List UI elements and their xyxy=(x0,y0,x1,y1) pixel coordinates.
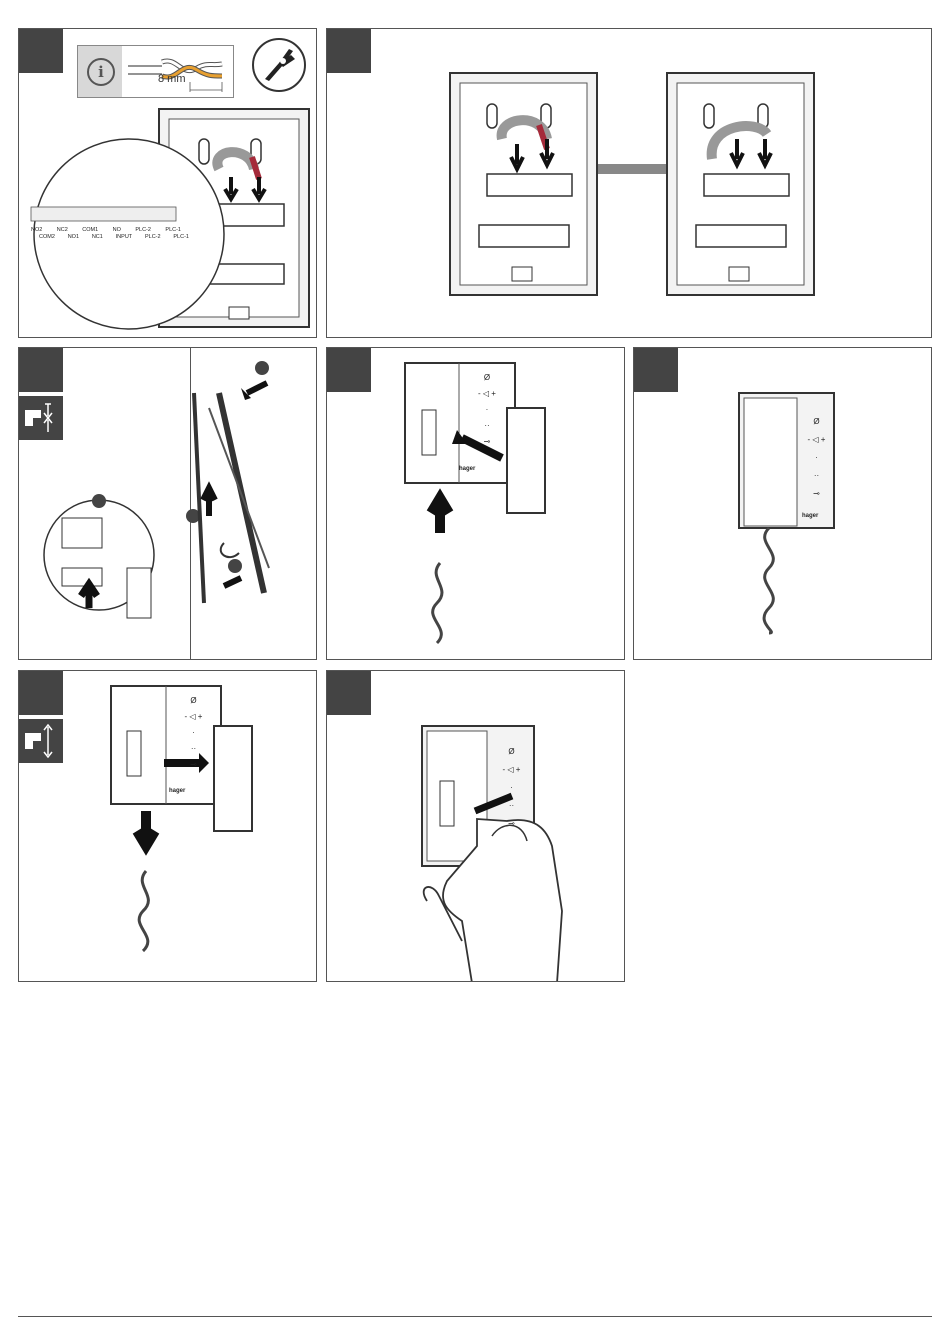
terminal-strip xyxy=(31,207,176,221)
device-button: ⊸ xyxy=(166,757,221,773)
terminal-labels-bottom: COM2 NO1 NC1 INPUT PLC-2 PLC-1 xyxy=(39,234,189,240)
device-button: ·· xyxy=(799,467,834,485)
terminal-label: NC1 xyxy=(92,234,103,240)
two-plates-wiring-drawing xyxy=(327,29,932,338)
panel-step-2 xyxy=(326,28,932,338)
device-button: ·· xyxy=(489,797,534,815)
device-button: · xyxy=(489,779,534,797)
device-button: Ø xyxy=(799,413,834,431)
device-button: · xyxy=(799,449,834,467)
device-button: · xyxy=(459,402,515,418)
device-button: Ø xyxy=(459,370,515,386)
wall-plate-left xyxy=(450,73,597,295)
wall-plate-right xyxy=(667,73,814,295)
terminal-label: PLC-2 xyxy=(145,234,161,240)
device-button: · xyxy=(166,725,221,741)
hand-pressing-drawing xyxy=(327,671,625,982)
footer-rule xyxy=(18,1316,932,1317)
device-button: Ø xyxy=(489,743,534,761)
device-button: - ◁ + xyxy=(799,431,834,449)
device-button: ⊸ xyxy=(799,485,834,503)
terminal-label: NO1 xyxy=(68,234,79,240)
device-button: Ø xyxy=(166,693,221,709)
terminal-label: NC2 xyxy=(57,227,68,233)
device-buttons-hand: Ø - ◁ + · ·· ⊸ xyxy=(489,743,534,833)
brand-label-installed: hager xyxy=(802,513,818,519)
panel-step-1: i 8 mm xyxy=(18,28,317,338)
installed-device-drawing xyxy=(634,348,932,660)
terminal-label: PLC-2 xyxy=(135,227,151,233)
device-button: ·· xyxy=(459,418,515,434)
device-button: ⊸ xyxy=(489,815,534,833)
panel-step-7: Ø - ◁ + · ·· ⊸ xyxy=(326,670,625,982)
device-button: - ◁ + xyxy=(489,761,534,779)
panel-step-4: Ø - ◁ + · ·· ⊸ hager xyxy=(326,347,625,660)
terminal-label: NO2 xyxy=(31,227,42,233)
terminal-label: COM2 xyxy=(39,234,55,240)
terminal-label: PLC-1 xyxy=(173,234,189,240)
device-buttons-remove: Ø - ◁ + · ·· ⊸ xyxy=(166,693,221,773)
device-button: ·· xyxy=(166,741,221,757)
device-button: ⊸ xyxy=(459,434,515,450)
wall-plate-drawing xyxy=(19,29,317,338)
terminal-label: COM1 xyxy=(82,227,98,233)
terminal-label: NO xyxy=(113,227,121,233)
device-buttons: Ø - ◁ + · ·· ⊸ xyxy=(459,370,515,450)
device-buttons-installed: Ø - ◁ + · ·· ⊸ xyxy=(799,413,834,503)
side-mount-drawing xyxy=(19,348,317,660)
panel-step-6: Ø - ◁ + · ·· ⊸ hager xyxy=(18,670,317,982)
terminal-label: INPUT xyxy=(116,234,133,240)
device-button: - ◁ + xyxy=(166,709,221,725)
terminal-labels-top: NO2 NC2 COM1 NO PLC-2 PLC-1 xyxy=(31,227,181,233)
brand-label: hager xyxy=(459,466,475,472)
panel-step-5: Ø - ◁ + · ·· ⊸ hager xyxy=(633,347,932,660)
terminal-label: PLC-1 xyxy=(165,227,181,233)
panel-step-3 xyxy=(18,347,317,660)
brand-label-remove: hager xyxy=(169,788,185,794)
device-button: - ◁ + xyxy=(459,386,515,402)
